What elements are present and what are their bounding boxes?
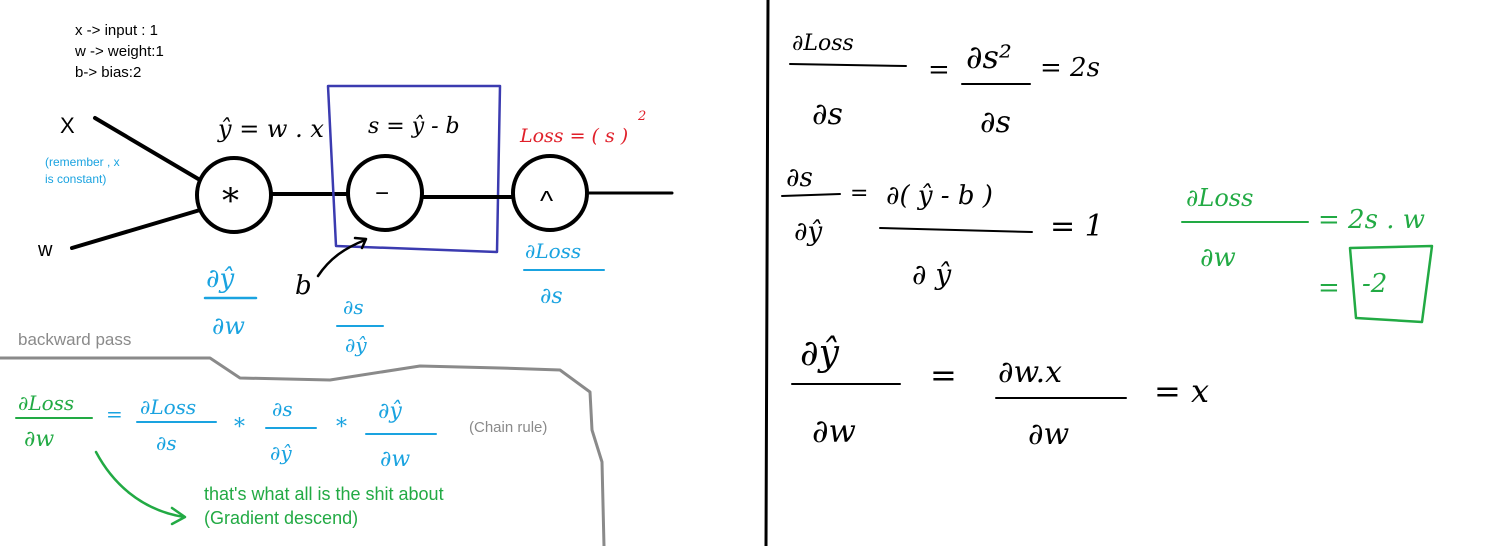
row3-equals: = — [930, 356, 957, 394]
loss-equation: Loss = ( s ) — [519, 125, 628, 147]
chain-lhs-numerator: ∂Loss — [18, 391, 74, 415]
row2-lhs-numerator: ∂s — [786, 163, 813, 193]
grad-loss-numerator: ∂Loss — [525, 239, 581, 263]
gradient-equals-2: = — [1318, 273, 1340, 303]
grad-yhat-denominator: ∂w — [212, 312, 245, 340]
legend-line-weight: w -> weight:1 — [74, 43, 164, 60]
chain-term2-numerator: ∂s — [272, 397, 293, 421]
chain-term3-numerator: ∂ŷ — [378, 399, 402, 424]
backward-pass-title: backward pass — [18, 330, 131, 349]
row3-middle-numerator: ∂w.x — [998, 355, 1062, 390]
row3-lhs-denominator: ∂w — [812, 412, 856, 450]
note-arrow-head — [170, 506, 187, 526]
row1-equals: = — [928, 55, 950, 85]
subtraction-highlight-box — [326, 84, 502, 254]
input-x-label: X — [60, 113, 75, 138]
multiply-symbol: * — [222, 181, 239, 221]
gradient-denominator: ∂w — [1200, 243, 1236, 273]
row1-middle-numerator: ∂s² — [966, 38, 1012, 76]
row3-lhs-numerator: ∂ŷ — [800, 333, 840, 374]
legend: x -> input : 1 w -> weight:1 b-> bias:2 — [74, 22, 164, 81]
remember-note-line2: is constant) — [45, 172, 106, 186]
row1-lhs-denominator: ∂s — [812, 97, 843, 132]
row3-result: = x — [1154, 372, 1209, 410]
grad-yhat-numerator: ∂ŷ — [206, 264, 234, 294]
row1-lhs-fraction-bar — [789, 63, 907, 67]
input-w-label: w — [37, 239, 53, 261]
note-arrow — [94, 450, 186, 519]
row2-lhs-fraction-bar — [781, 193, 841, 197]
row1-result: = 2s — [1040, 53, 1100, 83]
chain-times-2: * — [336, 415, 347, 440]
row1-middle-denominator: ∂s — [980, 105, 1011, 140]
subtract-node — [346, 154, 424, 232]
remember-note-line1: (remember , x — [45, 155, 120, 169]
legend-line-bias: b-> bias:2 — [75, 64, 141, 81]
row2-equals: = — [850, 181, 868, 206]
row2-result: = 1 — [1050, 209, 1104, 244]
loss-exponent: 2 — [637, 109, 646, 124]
chain-term3-denominator: ∂w — [380, 447, 410, 472]
y-hat-equation: ŷ = w . x — [217, 115, 324, 143]
row2-middle-numerator: ∂( ŷ - b ) — [886, 181, 993, 211]
gradient-result-value: -2 — [1362, 269, 1387, 299]
grad-s-numerator: ∂s — [343, 295, 364, 319]
chain-term1-numerator: ∂Loss — [140, 395, 196, 419]
gradient-formula: = 2s . w — [1318, 205, 1425, 235]
note-line-2: (Gradient descend) — [204, 508, 358, 528]
vertical-divider — [764, 0, 770, 546]
backward-pass: backward pass ∂Loss ∂w = ∂Loss ∂s * ∂s ∂… — [0, 330, 606, 546]
chain-rule-label: (Chain rule) — [469, 419, 547, 436]
row2-lhs-denominator: ∂ŷ — [794, 217, 822, 247]
bias-label: b — [295, 271, 312, 301]
edge-w-to-mult — [70, 208, 202, 250]
grad-loss-denominator: ∂s — [540, 284, 563, 309]
chain-equals: = — [106, 402, 123, 426]
note-line-1: that's what all is the shit about — [204, 484, 444, 504]
row3-middle-denominator: ∂w — [1028, 417, 1070, 452]
power-symbol: ^ — [540, 185, 553, 216]
chain-lhs-denominator: ∂w — [24, 427, 54, 452]
gradient-numerator: ∂Loss — [1186, 184, 1253, 212]
row2-middle-fraction-bar — [879, 227, 1033, 233]
grad-s-denominator: ∂ŷ — [345, 333, 367, 357]
s-equation: s = ŷ - b — [368, 114, 460, 139]
edge-x-to-mult — [93, 116, 202, 182]
bias-arrow — [316, 238, 367, 278]
chain-term2-denominator: ∂ŷ — [270, 441, 292, 465]
backward-pass-border — [0, 356, 606, 546]
chain-times-1: * — [234, 415, 245, 440]
legend-line-input: x -> input : 1 — [75, 22, 158, 39]
bias-arrow-head — [353, 236, 368, 250]
local-gradients: ∂ŷ ∂w ∂s ∂ŷ ∂Loss ∂s — [203, 239, 605, 357]
row1-lhs-numerator: ∂Loss — [792, 31, 854, 56]
computational-graph: X w (remember , x is constant) * − ^ ŷ =… — [37, 84, 674, 301]
derivations: ∂Loss ∂s = ∂s² ∂s = 2s ∂s ∂ŷ = ∂( ŷ - b … — [781, 31, 1434, 452]
row2-middle-denominator: ∂ ŷ — [912, 258, 952, 291]
subtract-symbol: − — [375, 180, 389, 207]
chain-term1-denominator: ∂s — [156, 431, 177, 455]
gradient-result-box — [1348, 244, 1434, 324]
